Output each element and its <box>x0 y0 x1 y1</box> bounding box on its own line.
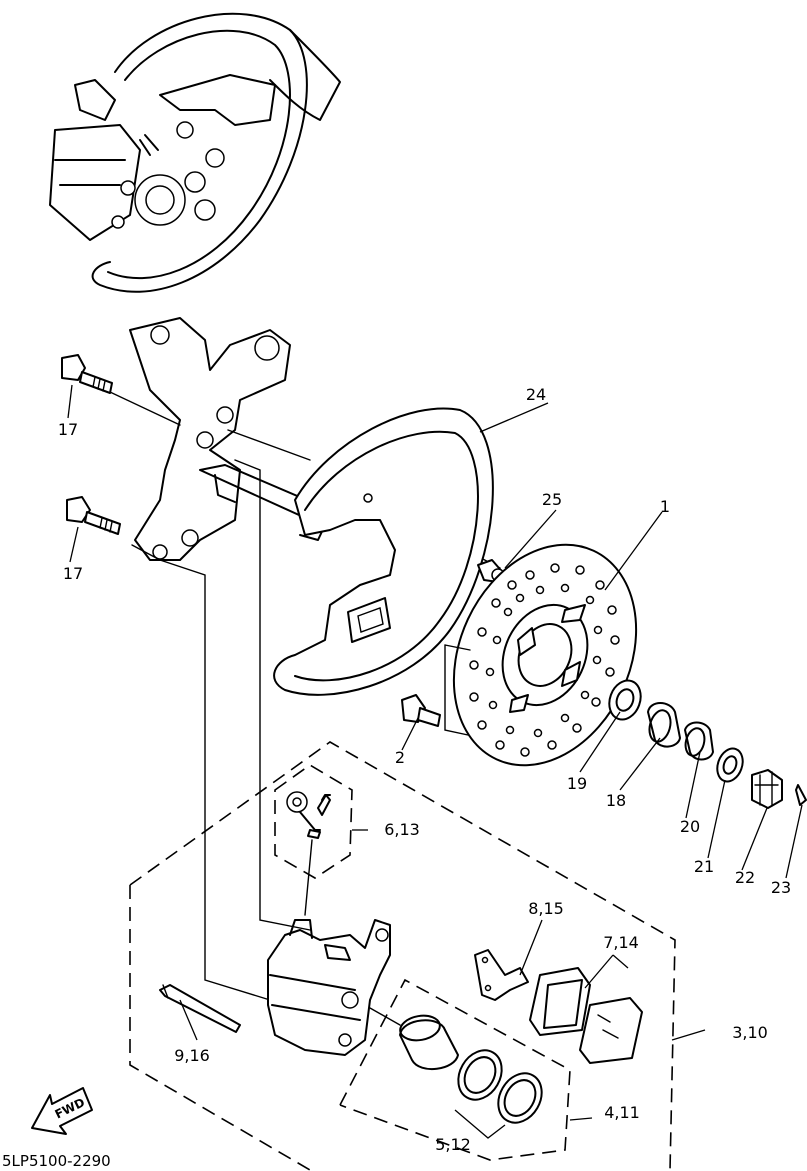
disc-cover <box>273 407 494 696</box>
cotter-pin <box>795 784 807 806</box>
caliper-assembly-outline <box>129 741 676 1171</box>
callout-label: 1 <box>660 497 670 516</box>
callout-label: 17 <box>58 420 78 439</box>
callout-label: 5,12 <box>435 1135 471 1154</box>
bearing <box>684 721 714 761</box>
callout-label: 4,11 <box>604 1103 640 1122</box>
fwd-arrow-icon: FWD <box>31 1087 93 1135</box>
callout-label: 20 <box>680 817 700 836</box>
callout-label: 25 <box>542 490 562 509</box>
callout-label: 24 <box>526 385 546 404</box>
callout-label: 23 <box>771 878 791 897</box>
washer <box>608 679 642 721</box>
callout-label: 2 <box>395 748 405 767</box>
bleed-screw-set <box>286 791 331 916</box>
callout-label: 18 <box>606 791 626 810</box>
collar <box>647 702 681 748</box>
pad-pin <box>159 984 241 1033</box>
piston <box>399 1014 459 1071</box>
bolt-17-lower <box>66 496 121 535</box>
assembled-brake-illustration <box>49 12 341 293</box>
callout-label: 19 <box>567 774 587 793</box>
callout-label: 22 <box>735 868 755 887</box>
bolt-17-upper <box>61 354 113 394</box>
bleed-screw-outline <box>274 764 353 879</box>
diagram-code: 5LP5100-2290 <box>2 1152 111 1170</box>
callout-label: 3,10 <box>732 1023 768 1042</box>
seal-rings <box>457 1049 543 1124</box>
caliper-bracket <box>129 317 331 561</box>
brake-pads <box>529 967 643 1064</box>
castle-nut <box>751 769 783 809</box>
callout-label: 7,14 <box>603 933 639 952</box>
callout-label: 21 <box>694 857 714 876</box>
callout-label: 6,13 <box>384 820 420 839</box>
caliper-body <box>267 919 391 1056</box>
callout-label: 9,16 <box>174 1046 210 1065</box>
callout-label: 8,15 <box>528 899 564 918</box>
pad-spring <box>474 949 529 1001</box>
disc-bolt <box>401 644 471 736</box>
seal-kit-outline <box>339 978 571 1161</box>
callout-label: 17 <box>63 564 83 583</box>
plain-washer <box>716 747 744 783</box>
